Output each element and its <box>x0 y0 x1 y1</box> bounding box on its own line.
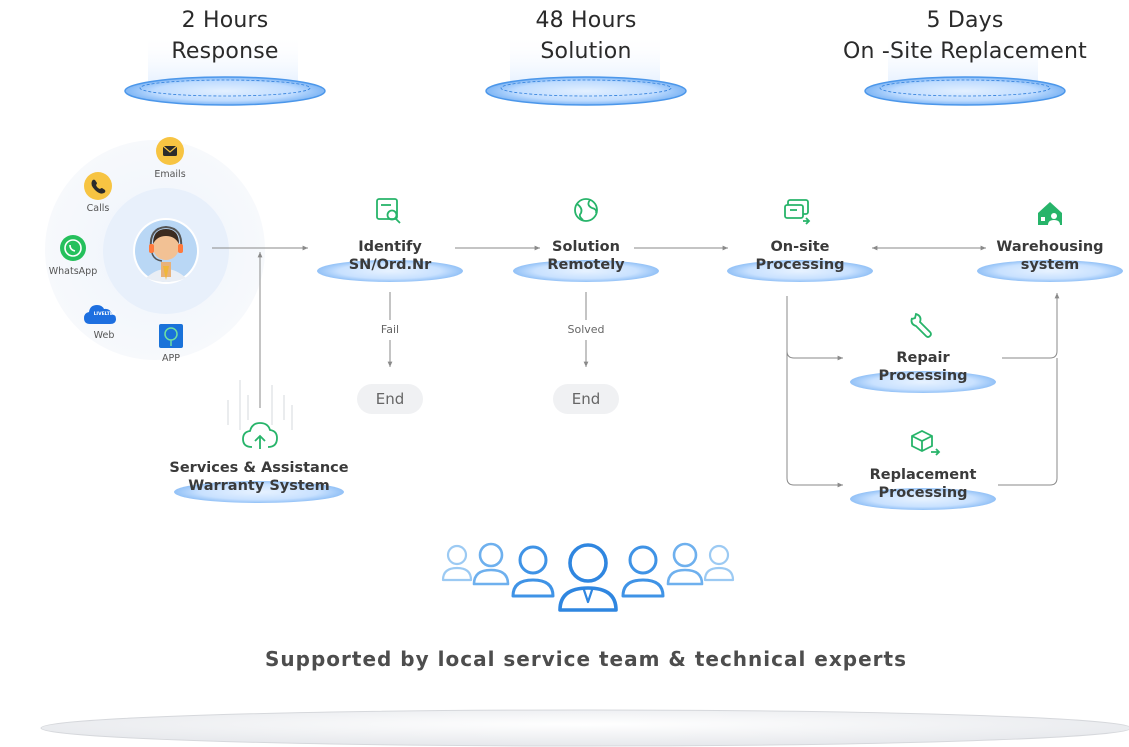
step-repair: Repair Processing <box>848 349 998 385</box>
warehouse-icon <box>1038 202 1062 225</box>
step-warehousing-line1: Warehousing <box>996 239 1104 255</box>
whatsapp-icon <box>60 235 86 261</box>
channel-app-label: APP <box>162 353 180 364</box>
step-solution: Solution Remotely <box>511 238 661 274</box>
step-icons <box>242 198 941 456</box>
step-identify-line2: SN/Ord.Nr <box>348 257 432 273</box>
channel-web-label: Web <box>93 330 115 341</box>
warranty-platform <box>174 481 344 503</box>
end-node-solved: End <box>553 384 619 414</box>
step-warehousing-line2: system <box>1020 257 1080 273</box>
upload-cloud-icon <box>242 422 278 449</box>
step-warehousing: Warehousing system <box>970 238 1129 274</box>
warranty-beams <box>227 380 293 430</box>
team-icons <box>441 542 735 612</box>
team-person-icon <box>558 543 618 612</box>
sla-onsite: 5 Days On -Site Replacement <box>815 5 1115 67</box>
step-warranty-line1: Services & Assistance <box>169 460 349 476</box>
team-person-icon <box>703 544 735 582</box>
team-person-icon <box>621 545 665 598</box>
team-person-icon <box>511 545 555 598</box>
step-identify-line1: Identify <box>358 239 422 255</box>
web-badge-text: LIVELTEK <box>93 312 117 317</box>
sla-platform-1 <box>124 35 326 106</box>
step-solution-line2: Remotely <box>547 257 625 273</box>
phone-icon <box>84 172 112 200</box>
replacement-platform <box>850 488 996 510</box>
channel-calls-label: Calls <box>86 203 110 214</box>
replacement-box-icon <box>911 429 941 456</box>
sla-solution: 48 Hours Solution <box>486 5 686 67</box>
sla-platform-3 <box>864 35 1066 106</box>
floor-platform <box>40 709 1129 747</box>
sla-solution-label: Solution <box>540 39 632 64</box>
step-warranty: Services & Assistance Warranty System <box>159 459 359 495</box>
agent-avatar <box>133 218 199 284</box>
connectors <box>212 245 1060 488</box>
sla-response-value: 2 Hours <box>181 8 269 33</box>
step-repair-line1: Repair <box>896 350 950 366</box>
step-replacement: Replacement Processing <box>848 466 998 502</box>
step-onsite: On-site Processing <box>725 238 875 274</box>
step-replacement-line2: Processing <box>878 485 968 501</box>
solution-platform <box>513 260 659 282</box>
step-warranty-line2: Warranty System <box>188 478 330 494</box>
branch-fail-label: Fail <box>380 323 400 336</box>
tagline: Supported by local service team & techni… <box>265 647 907 671</box>
sla-response: 2 Hours Response <box>125 5 325 67</box>
step-identify: Identify SN/Ord.Nr <box>315 238 465 274</box>
app-icon <box>159 324 183 348</box>
sla-onsite-value: 5 Days <box>926 8 1004 33</box>
step-solution-line1: Solution <box>552 239 620 255</box>
team-person-icon <box>472 542 510 586</box>
web-cloud-icon <box>84 305 116 324</box>
sla-response-label: Response <box>171 39 279 64</box>
branch-solved-label: Solved <box>567 323 605 336</box>
step-replacement-line1: Replacement <box>869 467 977 483</box>
sla-onsite-label: On -Site Replacement <box>843 39 1087 64</box>
end-node-fail: End <box>357 384 423 414</box>
wrench-icon <box>910 312 932 338</box>
sla-platform-2 <box>485 35 687 106</box>
globe-icon <box>574 198 598 222</box>
step-onsite-line1: On-site <box>770 239 830 255</box>
team-person-icon <box>666 542 704 586</box>
identify-icon <box>376 198 401 224</box>
onsite-platform <box>727 260 873 282</box>
onsite-icon <box>784 199 811 225</box>
repair-platform <box>850 371 996 393</box>
warehousing-platform <box>977 260 1123 282</box>
sla-solution-value: 48 Hours <box>535 8 637 33</box>
channel-emails-label: Emails <box>154 169 186 180</box>
channel-whatsapp-label: WhatsApp <box>48 266 98 277</box>
team-person-icon <box>441 544 473 582</box>
email-icon <box>156 137 184 165</box>
step-repair-line2: Processing <box>878 368 968 384</box>
step-onsite-line2: Processing <box>755 257 845 273</box>
identify-platform <box>317 260 463 282</box>
